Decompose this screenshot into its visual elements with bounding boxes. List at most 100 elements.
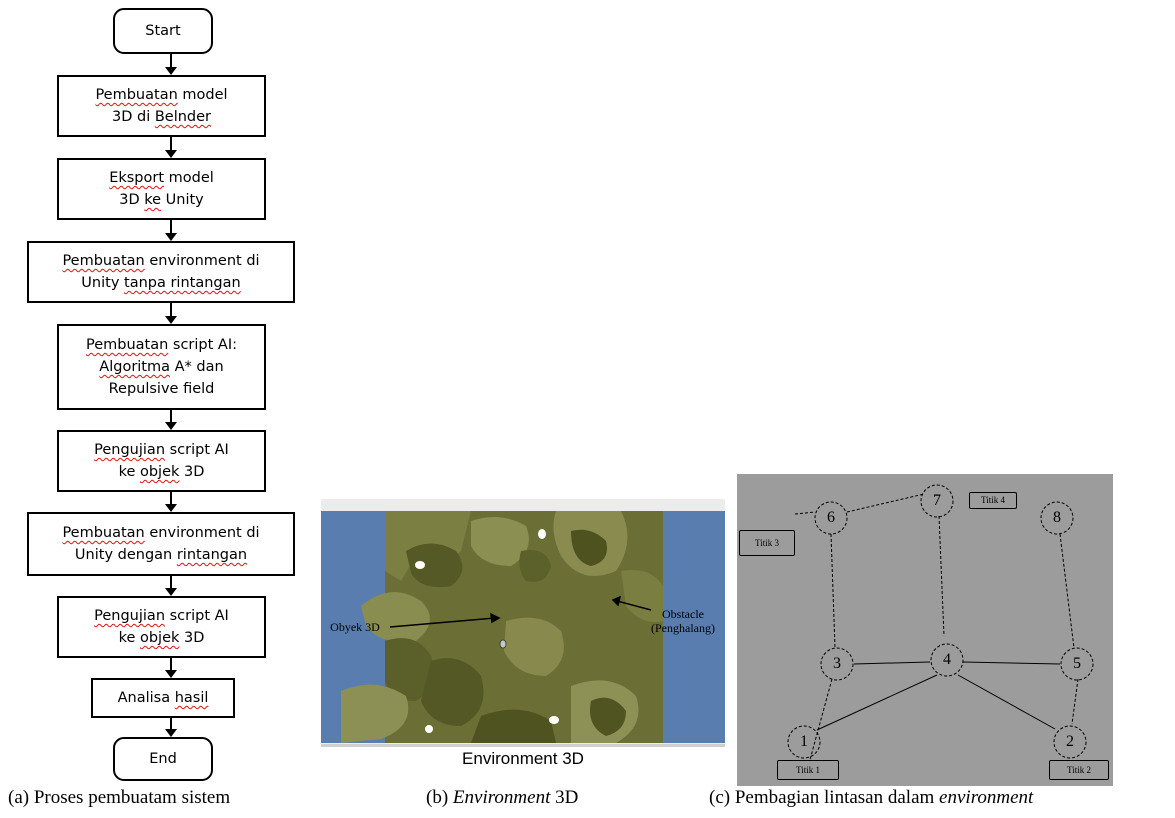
edge-4-1	[816, 674, 938, 731]
flow-step-label: End	[149, 748, 177, 770]
flow-arrow	[165, 303, 177, 324]
caption-c: (c) Pembagian lintasan dalam environment	[709, 787, 1034, 808]
node-circle-4	[930, 643, 964, 677]
spellcheck-word: objek	[139, 630, 180, 646]
spellcheck-word: Algoritma	[99, 359, 171, 375]
flow-step: Pengujian script AI ke objek 3D	[57, 430, 266, 492]
flow-arrow	[165, 492, 177, 512]
path-graph: 6 7 8 3 4 5 1 2 Titik 4 Titik 3 Titik 1 …	[737, 474, 1113, 786]
node-label-5: 5	[1073, 655, 1081, 672]
obstacle-label: Obstacle (Penghalang)	[651, 607, 715, 635]
node-label-4: 4	[943, 651, 951, 668]
flow-step: Eksport model 3D ke Unity	[57, 158, 266, 220]
caption-b: (b) Environment 3D	[426, 787, 579, 808]
node-circle-3	[820, 647, 854, 681]
node-circle-7	[920, 484, 954, 518]
edge-3-4	[853, 661, 931, 665]
edge-6-3	[830, 533, 836, 649]
terrain-mounds	[341, 511, 663, 743]
flow-arrow	[165, 658, 177, 678]
flow-step: Pengujian script AI ke objek 3D	[57, 596, 266, 658]
node-circle-5	[1060, 647, 1094, 681]
tag-titik-3: Titik 3	[739, 530, 795, 556]
edge-7-4	[938, 515, 945, 637]
environment-title: Environment 3D	[462, 749, 584, 768]
flow-arrow	[165, 576, 177, 596]
edge-8-5	[1059, 533, 1075, 649]
flow-arrow	[165, 718, 177, 737]
flow-arrow	[165, 137, 177, 158]
spellcheck-word: Pembuatan	[62, 525, 145, 541]
flow-step: Pembuatan model 3D di Belnder	[57, 75, 266, 137]
edge-4-2	[957, 674, 1056, 730]
flow-step: Analisa hasil	[91, 678, 235, 718]
step-text: script AI:	[172, 337, 238, 353]
flow-step-label: Pembuatan model 3D di Belnder	[95, 84, 227, 128]
node-label-1: 1	[800, 733, 808, 750]
caption-a: (a) Proses pembuatam sistem	[8, 787, 231, 808]
step-text: A* dan Repulsive field	[108, 359, 224, 397]
step-text: script AI ke	[118, 442, 229, 480]
flow-arrow	[165, 410, 177, 430]
flow-step-label: Pengujian script AI ke objek 3D	[94, 439, 229, 483]
flow-step-label: Pengujian script AI ke objek 3D	[94, 605, 229, 649]
step-text: environment di Unity dengan	[74, 525, 260, 563]
spellcheck-word: tanpa rintangan	[124, 275, 241, 291]
tag-3-link	[794, 511, 816, 515]
node-circle-1	[787, 725, 821, 759]
flow-step-label: Pembuatan environment di Unity dengan ri…	[62, 522, 259, 566]
flow-step: Start	[113, 8, 213, 54]
spellcheck-word: Pembuatan	[85, 337, 169, 353]
step-text: Unity	[161, 192, 204, 208]
spellcheck-word: Pengujian	[94, 442, 166, 458]
edge-5-2	[1071, 678, 1079, 725]
node-label-6: 6	[827, 509, 835, 526]
flow-step-label: Start	[145, 20, 180, 42]
flow-step: Pembuatan environment di Unity tanpa rin…	[27, 241, 295, 303]
environment-3d-image: Obyek 3D Obstacle (Penghalang)	[321, 499, 725, 747]
flow-arrow	[165, 54, 177, 75]
step-text: 3D	[179, 464, 205, 480]
node-circle-8	[1040, 501, 1074, 535]
step-text: 3D	[179, 630, 205, 646]
flow-step-label: Pembuatan environment di Unity tanpa rin…	[62, 250, 259, 294]
object-3d-marker	[499, 639, 507, 649]
flow-step-label: Pembuatan script AI: Algoritma A* dan Re…	[86, 334, 237, 400]
step-text: script AI ke	[118, 608, 229, 646]
spellcheck-word: rintangan	[176, 547, 248, 563]
tag-titik-1: Titik 1	[777, 760, 839, 780]
annotation-arrows	[389, 595, 652, 628]
step-text: environment di Unity	[81, 253, 260, 291]
flow-step: Pembuatan script AI: Algoritma A* dan Re…	[57, 324, 266, 410]
node-circle-6	[814, 501, 848, 535]
spellcheck-word: Pembuatan	[62, 253, 145, 269]
edge-6-7	[846, 493, 925, 513]
step-text: Start	[145, 23, 181, 39]
solid-paths	[816, 661, 1061, 731]
step-text: model 3D di	[111, 87, 228, 125]
flow-step: End	[113, 737, 213, 781]
flow-step: Pembuatan environment di Unity dengan ri…	[27, 512, 295, 576]
flow-arrow	[165, 220, 177, 241]
tag-titik-4: Titik 4	[969, 492, 1017, 509]
node-label-7: 7	[933, 492, 941, 509]
node-circle-2	[1053, 725, 1087, 759]
dashed-paths	[794, 493, 1079, 779]
step-text: model 3D	[119, 170, 214, 208]
object-3d-label: Obyek 3D	[330, 620, 380, 634]
path-graph-lines	[787, 484, 1094, 779]
spellcheck-word: Eksport	[109, 170, 165, 186]
edge-4-5	[962, 661, 1061, 665]
node-circles	[787, 484, 1094, 759]
tag-titik-2: Titik 2	[1049, 760, 1109, 780]
flow-step-label: Analisa hasil	[118, 687, 209, 709]
node-label-8: 8	[1053, 509, 1061, 526]
spellcheck-word: Belnder	[154, 109, 212, 125]
spellcheck-word: Pembuatan	[95, 87, 178, 103]
node-label-2: 2	[1066, 733, 1074, 750]
step-text: Analisa	[117, 690, 175, 706]
terrain-render	[321, 511, 725, 743]
spellcheck-word: Pengujian	[94, 608, 166, 624]
spellcheck-word: objek	[139, 464, 180, 480]
step-text: End	[149, 751, 177, 767]
